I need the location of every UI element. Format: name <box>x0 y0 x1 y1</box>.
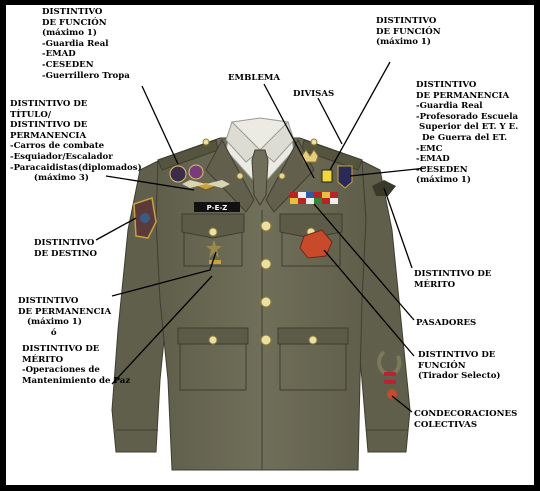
label-line: MÉRITO <box>414 279 456 290</box>
label-line: DISTINTIVO <box>34 238 95 248</box>
label-line: FUNCIÓN <box>418 360 466 371</box>
label-line: -Esquiador/Escalador <box>10 151 113 162</box>
jacket <box>111 117 411 471</box>
label-line: DE DESTINO <box>34 248 97 259</box>
pocket-button <box>208 227 218 237</box>
label-line: -EMC <box>416 143 443 154</box>
label-line: -CESEDEN <box>416 164 468 175</box>
label-line: (máximo 1) <box>416 175 471 186</box>
label-line: Superior del ET. Y E. <box>416 122 519 133</box>
function-badge-icon <box>337 165 353 189</box>
buttons <box>202 138 318 346</box>
pocket-button <box>208 335 218 345</box>
label-line: -Carros de combate <box>10 141 105 152</box>
jacket-button <box>260 296 272 308</box>
label-line: -EMAD <box>42 49 76 60</box>
label-line: -CESEDEN <box>42 59 94 70</box>
left-lapel <box>205 138 255 213</box>
permanence-badge-icon <box>206 240 222 258</box>
label-line: ó <box>18 327 57 338</box>
name-tag-text: P-E-Z <box>207 204 228 212</box>
label-line: DISTINTIVO DE <box>10 120 88 131</box>
name-tag <box>194 202 240 212</box>
leader-lines <box>95 61 427 413</box>
shirt-collar-left <box>225 121 261 163</box>
label-line: (máximo 1) <box>376 37 431 48</box>
function-badge-icon <box>321 169 333 183</box>
shoulder-button <box>310 138 318 146</box>
label-line: -Guardia Real <box>42 38 109 49</box>
label-line: -Guardia Real <box>416 101 483 112</box>
jacket-button <box>260 258 272 270</box>
label-line: DE PERMANENCIA <box>416 90 510 101</box>
label-line: (máximo 1) <box>42 28 97 39</box>
pocket-button <box>308 335 318 345</box>
label-line: DISTINTIVO DE <box>22 344 100 354</box>
label-line: DE FUNCIÓN <box>42 17 107 28</box>
lapel-emblem <box>278 172 286 180</box>
label-line: MÉRITO <box>22 354 64 365</box>
label-line: EMBLEMA <box>228 73 281 83</box>
label-line: (máximo 1) <box>18 317 82 328</box>
label-line: De Guerra del ET. <box>416 132 508 143</box>
function-badge-icon <box>169 165 187 183</box>
label-line: DISTINTIVO <box>376 16 437 26</box>
label-line: DISTINTIVO <box>416 80 477 90</box>
label-line: DISTINTIVO <box>42 7 103 17</box>
label-line: -EMAD <box>416 154 450 165</box>
label-line: PASADORES <box>416 318 477 328</box>
function-badge-icon <box>188 164 204 180</box>
label-emblem: EMBLEMA <box>228 73 280 84</box>
lapel-emblem <box>236 172 244 180</box>
label-line: -Profesorado Escuela <box>416 111 519 122</box>
jacket-button <box>260 334 272 346</box>
label-line: CONDECORACIONES <box>414 409 518 419</box>
label-line: DIVISAS <box>293 89 335 99</box>
label-line: DISTINTIVO DE <box>414 269 492 279</box>
label-divisas: DIVISAS <box>293 89 334 100</box>
shoulder-button <box>202 138 210 146</box>
label-line: (Tirador Selecto) <box>418 371 501 382</box>
ribbon-bars <box>290 192 338 204</box>
label-line: DISTINTIVO <box>18 296 79 306</box>
label-line: (máximo 3) <box>10 173 89 184</box>
label-line: PERMANENCIA <box>10 130 87 141</box>
label-line: TÍTULO/ <box>10 109 51 120</box>
label-pasadores: PASADORES <box>416 318 476 329</box>
label-line: DE FUNCIÓN <box>376 26 441 37</box>
label-line: DISTINTIVO DE <box>418 350 496 360</box>
tie <box>251 149 269 206</box>
label-line: -Operaciones de <box>22 365 100 376</box>
label-line: DISTINTIVO DE <box>10 99 88 109</box>
label-line: -Paracaidistas(diplomados) <box>10 162 142 173</box>
label-line: Mantenimiento de Paz <box>22 375 131 386</box>
collective-decoration-icon <box>384 372 396 376</box>
jacket-button <box>260 220 272 232</box>
label-line: DE PERMANENCIA <box>18 306 112 317</box>
label-line: -Guerrillero Tropa <box>42 70 130 81</box>
shirt-collar-right <box>259 121 295 163</box>
label-line: COLECTIVAS <box>414 419 478 430</box>
